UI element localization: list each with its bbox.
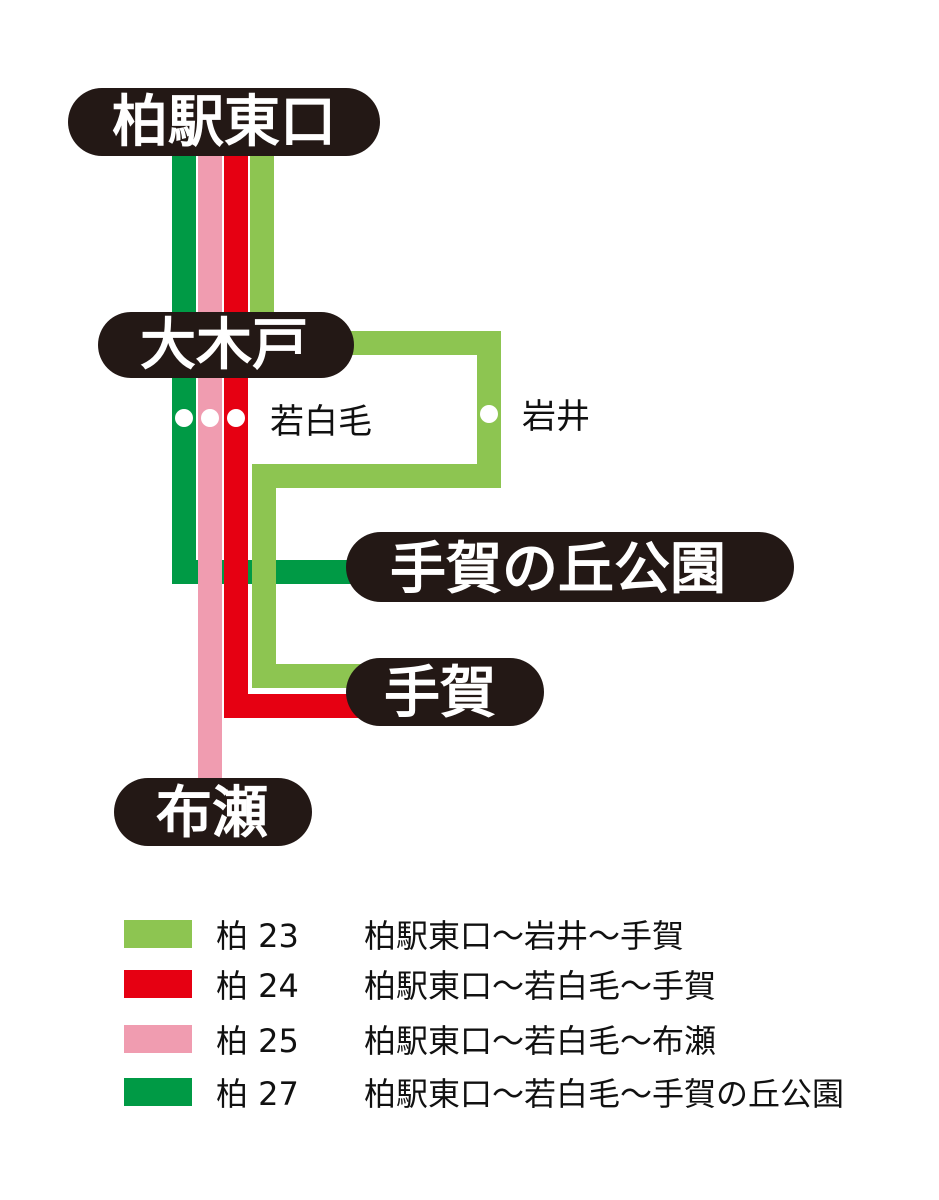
station-kashiwa-east: 柏駅東口 bbox=[68, 88, 380, 156]
route-line-23-loop bbox=[252, 331, 501, 688]
station-fuse: 布瀬 bbox=[114, 778, 312, 846]
stop-label-wakashirage: 若白毛 bbox=[270, 402, 372, 442]
legend-swatch bbox=[124, 1078, 192, 1106]
legend-description: 柏駅東口〜若白毛〜手賀の丘公園 bbox=[364, 1075, 844, 1113]
station-pill bbox=[98, 312, 354, 378]
legend-description: 柏駅東口〜若白毛〜布瀬 bbox=[364, 1022, 716, 1060]
station-okido: 大木戸 bbox=[98, 312, 354, 378]
legend-swatch bbox=[124, 970, 192, 998]
legend-description: 柏駅東口〜若白毛〜手賀 bbox=[364, 967, 716, 1005]
legend-route: 柏 25 bbox=[216, 1022, 299, 1060]
legend-item-27: 柏 27 柏駅東口〜若白毛〜手賀の丘公園 bbox=[124, 1075, 844, 1113]
station-pill bbox=[346, 532, 794, 602]
legend-route: 柏 27 bbox=[216, 1075, 299, 1113]
legend: 柏 23 柏駅東口〜岩井〜手賀 柏 24 柏駅東口〜若白毛〜手賀 柏 25 柏駅… bbox=[124, 917, 844, 1113]
legend-item-25: 柏 25 柏駅東口〜若白毛〜布瀬 bbox=[124, 1022, 716, 1060]
legend-swatch bbox=[124, 1025, 192, 1053]
legend-swatch bbox=[124, 920, 192, 948]
stop-markers bbox=[175, 405, 498, 427]
station-pill bbox=[114, 778, 312, 846]
station-tega: 手賀 bbox=[346, 658, 544, 726]
station-label: 柏駅東口 bbox=[112, 90, 336, 155]
legend-route: 柏 23 bbox=[216, 917, 299, 955]
stop-dot-iwai bbox=[480, 405, 498, 423]
stop-dot-27 bbox=[175, 409, 193, 427]
stop-label-iwai: 岩井 bbox=[522, 397, 590, 437]
station-pill bbox=[68, 88, 380, 156]
legend-description: 柏駅東口〜岩井〜手賀 bbox=[364, 917, 684, 955]
station-label: 手賀の丘公園 bbox=[390, 537, 726, 602]
legend-item-24: 柏 24 柏駅東口〜若白毛〜手賀 bbox=[124, 967, 716, 1005]
stop-dot-25 bbox=[201, 409, 219, 427]
stop-dot-24 bbox=[227, 409, 245, 427]
station-label: 布瀬 bbox=[156, 781, 268, 846]
route-line-27 bbox=[172, 150, 360, 584]
legend-route: 柏 24 bbox=[216, 967, 299, 1005]
station-pill bbox=[346, 658, 544, 726]
station-tega-park: 手賀の丘公園 bbox=[346, 532, 794, 602]
station-label: 手賀 bbox=[384, 661, 496, 726]
station-label: 大木戸 bbox=[140, 313, 308, 378]
legend-item-23: 柏 23 柏駅東口〜岩井〜手賀 bbox=[124, 917, 684, 955]
